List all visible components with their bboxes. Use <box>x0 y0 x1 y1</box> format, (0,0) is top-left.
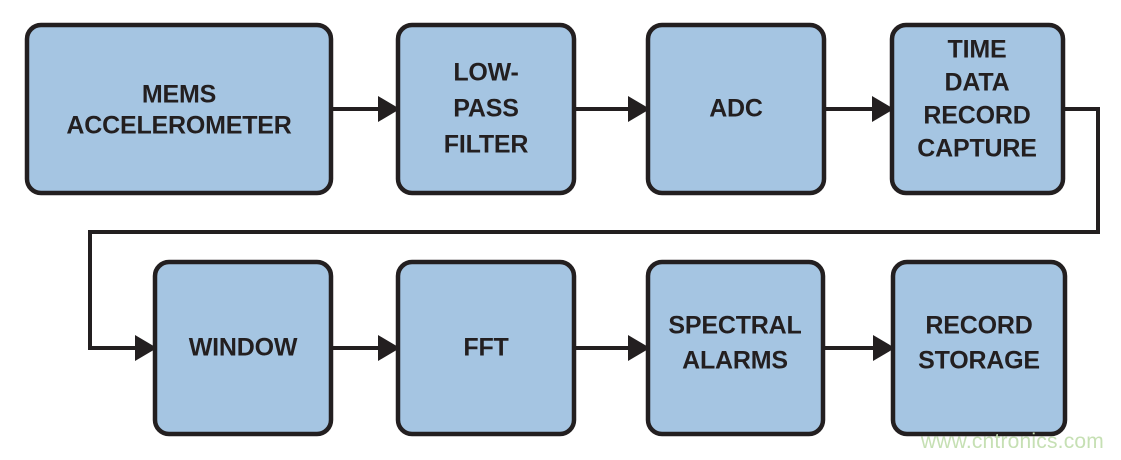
block-shape-mems-accelerometer <box>24 22 334 196</box>
arrow-head-icon <box>872 96 894 122</box>
watermark-label: www.cntronics.com <box>920 430 1104 453</box>
block-label-mems-accelerometer-line1: MEMS <box>142 81 216 109</box>
block-label-low-pass-filter-line3: FILTER <box>444 131 529 159</box>
connector-window-to-fft <box>331 335 400 361</box>
block-record-storage[interactable]: RECORD STORAGE <box>890 259 1068 437</box>
arrow-head-icon <box>135 335 157 361</box>
block-window[interactable]: WINDOW <box>152 259 334 437</box>
connector-adc-to-capture <box>824 96 894 122</box>
connector-filter-to-adc <box>574 96 650 122</box>
block-label-record-storage-line2: STORAGE <box>918 347 1040 375</box>
block-label-time-data-record-capture-line4: CAPTURE <box>917 135 1036 163</box>
block-label-spectral-alarms-line1: SPECTRAL <box>668 312 801 340</box>
arrow-head-icon <box>873 335 895 361</box>
arrow-head-icon <box>378 96 400 122</box>
block-label-time-data-record-capture-line2: DATA <box>945 69 1010 97</box>
block-low-pass-filter[interactable]: LOW- PASS FILTER <box>395 22 577 196</box>
arrow-head-icon <box>628 96 650 122</box>
block-adc[interactable]: ADC <box>645 22 827 196</box>
connector-mems-to-filter <box>331 96 400 122</box>
block-spectral-alarms[interactable]: SPECTRAL ALARMS <box>645 259 826 437</box>
block-label-record-storage-line1: RECORD <box>925 312 1032 340</box>
connector-fft-to-alarms <box>574 335 650 361</box>
block-label-low-pass-filter-line2: PASS <box>453 95 518 123</box>
block-time-data-record-capture[interactable]: TIME DATA RECORD CAPTURE <box>889 22 1066 196</box>
arrow-head-icon <box>378 335 400 361</box>
arrow-head-icon <box>628 335 650 361</box>
block-label-fft: FFT <box>463 334 508 362</box>
block-label-mems-accelerometer-line2: ACCELEROMETER <box>66 112 291 140</box>
block-label-time-data-record-capture-line3: RECORD <box>923 102 1030 130</box>
block-label-spectral-alarms-line2: ALARMS <box>682 347 788 375</box>
connector-capture-to-window <box>88 107 1100 361</box>
block-label-low-pass-filter-line1: LOW- <box>453 59 518 87</box>
connector-alarms-to-storage <box>823 335 895 361</box>
block-label-window: WINDOW <box>189 334 298 362</box>
block-label-time-data-record-capture-line1: TIME <box>948 36 1007 64</box>
block-fft[interactable]: FFT <box>395 259 577 437</box>
block-label-adc: ADC <box>709 95 763 123</box>
block-mems-accelerometer[interactable]: MEMS ACCELEROMETER <box>24 22 334 196</box>
